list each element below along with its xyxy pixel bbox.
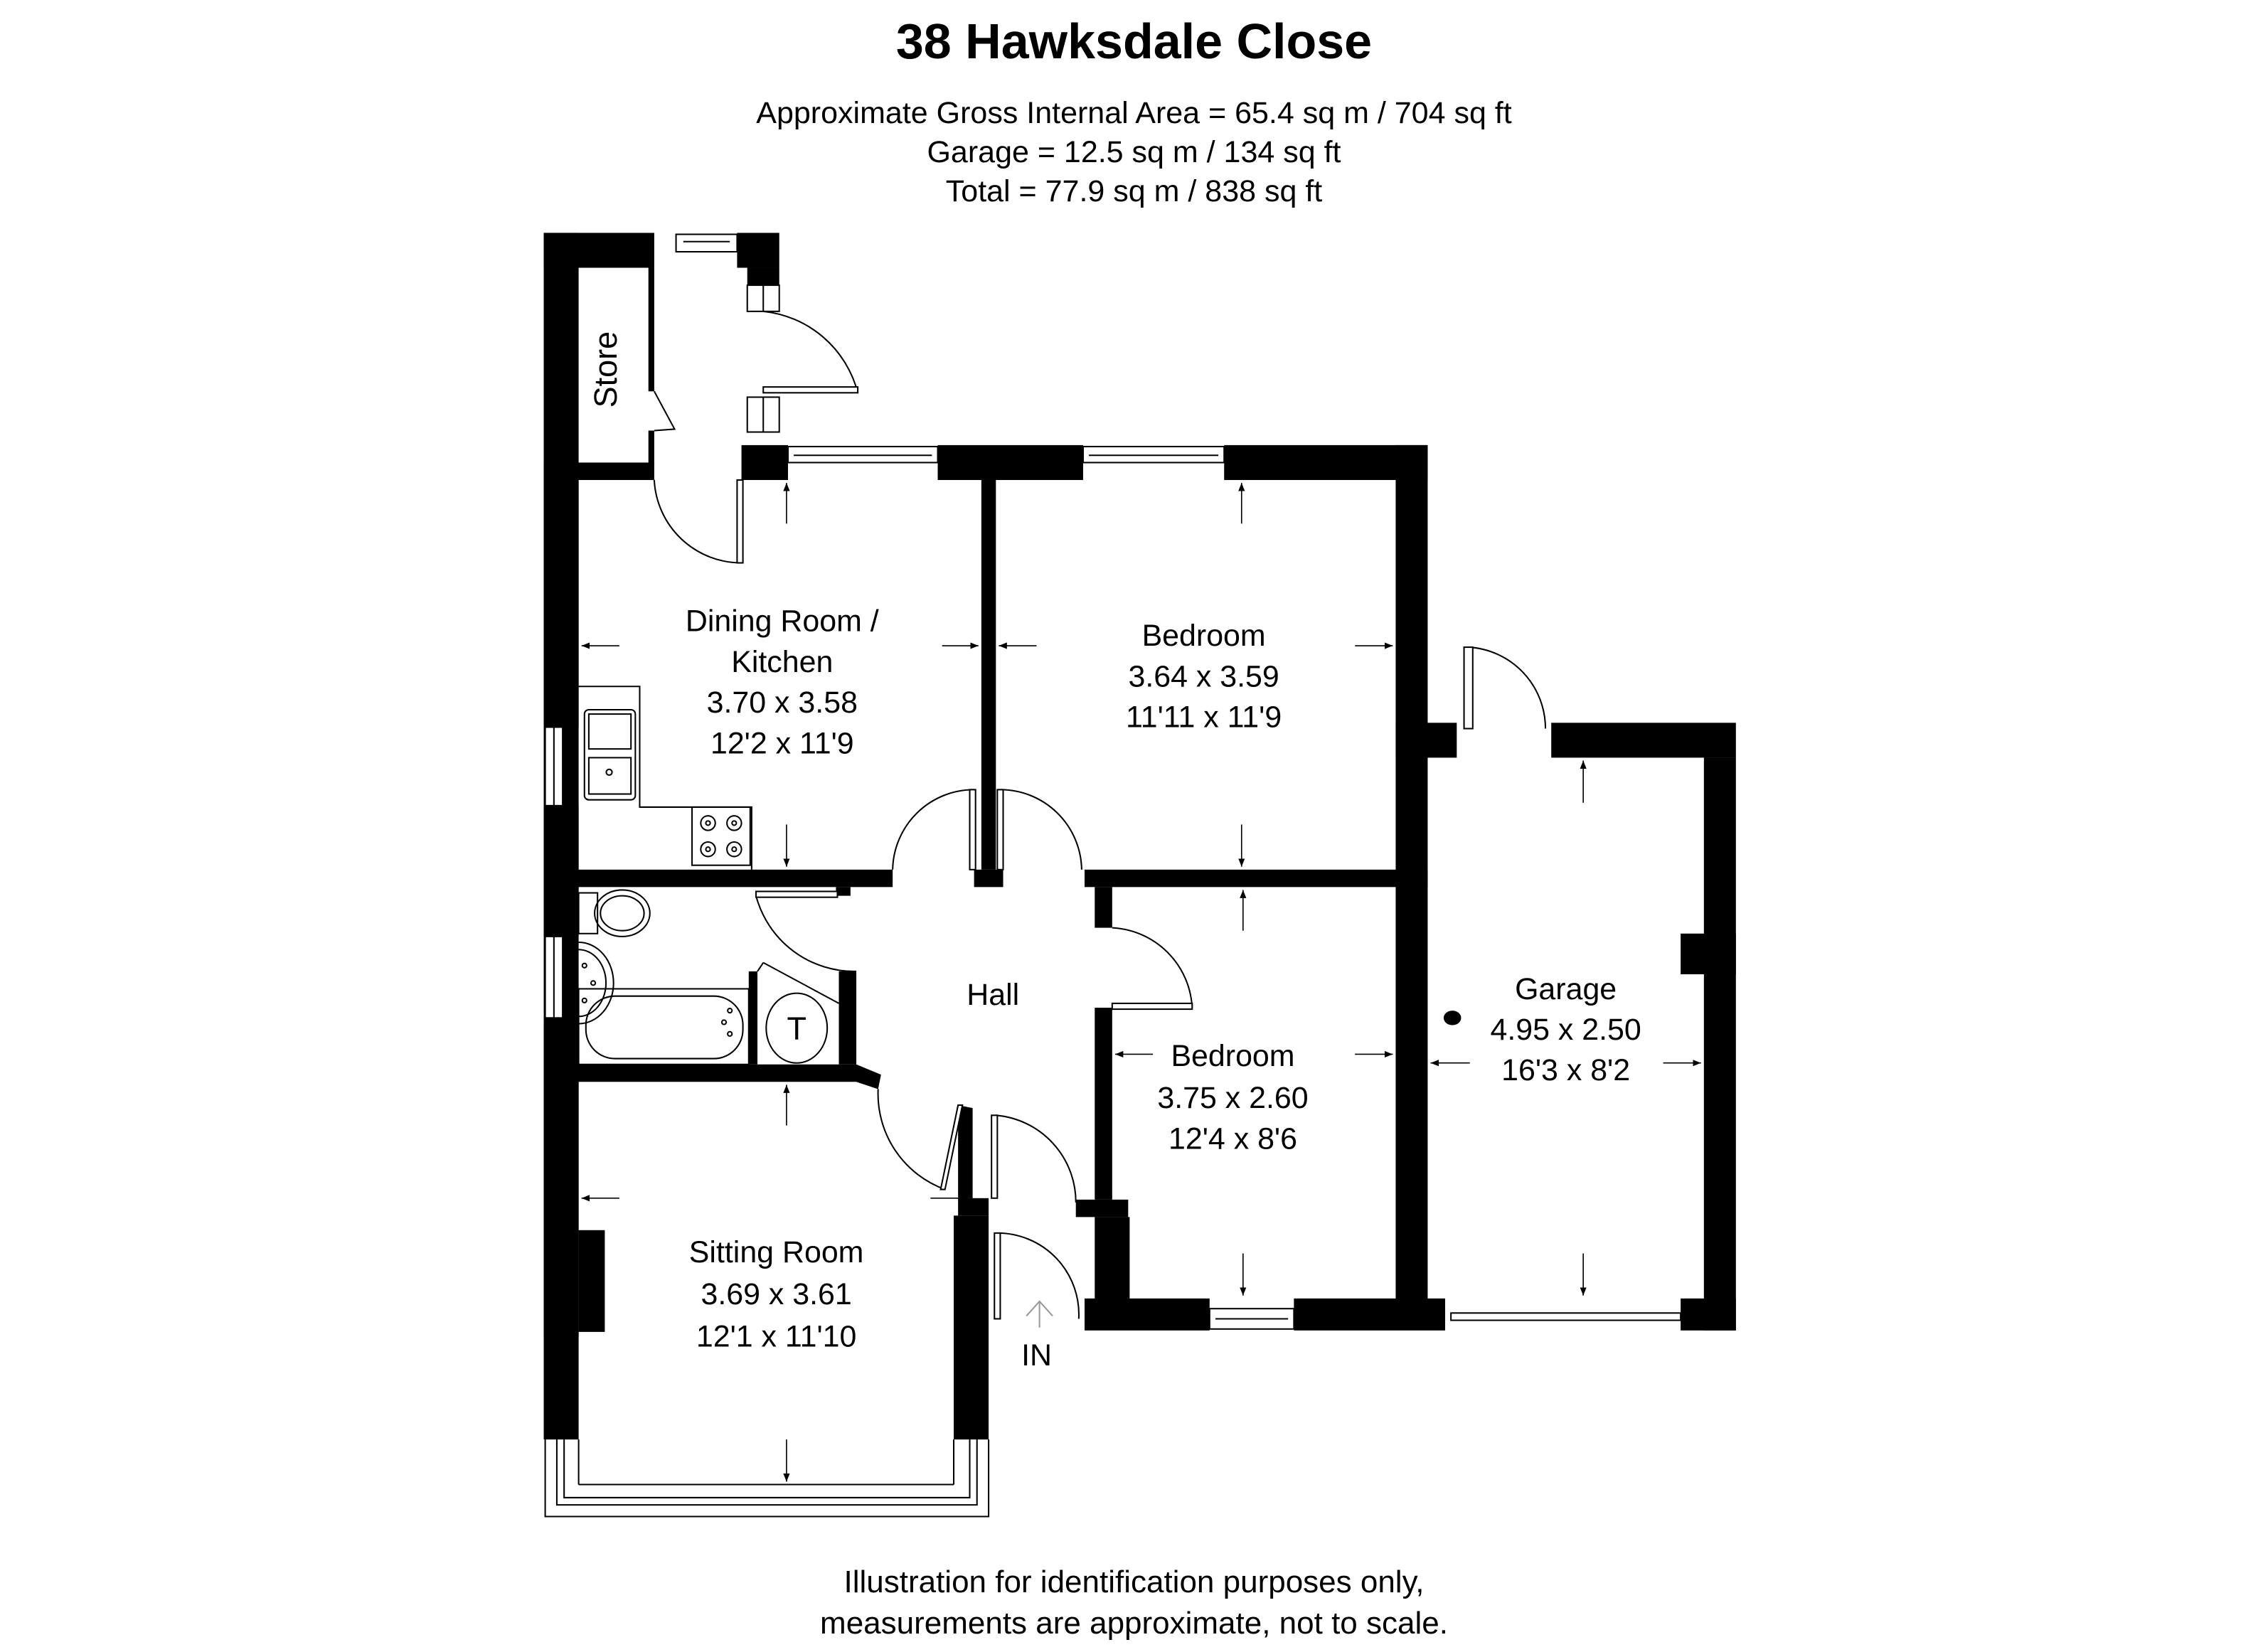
- fixtures: [577, 686, 829, 1065]
- room-label-hall: Hall: [967, 978, 1019, 1012]
- walls: [543, 233, 1736, 1440]
- dining-kitchen-imperial: 12'2 x 11'9: [710, 726, 854, 760]
- entrance-label: IN: [1021, 1338, 1052, 1373]
- disclaimer-line-1: Illustration for identification purposes…: [843, 1565, 1425, 1599]
- garage-area: Garage = 12.5 sq m / 134 sq ft: [927, 135, 1341, 169]
- garage-imperial: 16'3 x 8'2: [1501, 1053, 1630, 1087]
- garage-fixture-dot: [1443, 1011, 1462, 1025]
- disclaimer-line-2: measurements are approximate, not to sca…: [820, 1606, 1448, 1641]
- room-label-store: Store: [587, 331, 624, 407]
- doors: [653, 310, 1547, 1320]
- toilet-icon: [577, 889, 651, 937]
- sitting-room-imperial: 12'1 x 11'10: [696, 1319, 857, 1353]
- bedroom-2-metric: 3.75 x 2.60: [1157, 1081, 1308, 1115]
- garage-metric: 4.95 x 2.50: [1490, 1013, 1641, 1047]
- tank-icon: [765, 992, 829, 1064]
- hob-icon: [691, 806, 751, 866]
- basin-icon: [578, 942, 614, 1025]
- room-label-bedroom-2: Bedroom: [1171, 1039, 1294, 1073]
- bedroom-1-imperial: 11'11 x 11'9: [1126, 700, 1282, 734]
- room-label-bedroom-1: Bedroom: [1142, 619, 1266, 653]
- sitting-room-metric: 3.69 x 3.61: [701, 1277, 851, 1311]
- dimension-arrows: [581, 483, 1701, 1482]
- windows: [544, 233, 1682, 1518]
- bedroom-1-metric: 3.64 x 3.59: [1128, 659, 1279, 693]
- kitchen-worktop: [578, 686, 752, 870]
- room-label-sitting-room: Sitting Room: [689, 1235, 864, 1269]
- sink-drainer: [587, 713, 632, 750]
- sink-icon: [583, 708, 637, 801]
- total-area: Total = 77.9 sq m / 838 sq ft: [945, 174, 1323, 208]
- cupboard-symbol: T: [787, 1011, 806, 1047]
- room-labels: Store Dining Room / Kitchen 3.70 x 3.58 …: [587, 331, 1641, 1373]
- room-label-dining-kitchen: Dining Room /: [686, 604, 879, 639]
- bath-icon: [577, 988, 750, 1065]
- entrance-arrow-icon: [1026, 1300, 1053, 1328]
- bedroom-2-imperial: 12'4 x 8'6: [1168, 1121, 1297, 1156]
- dining-kitchen-metric: 3.70 x 3.58: [707, 686, 858, 720]
- gross-internal-area: Approximate Gross Internal Area = 65.4 s…: [756, 96, 1512, 130]
- room-label-garage: Garage: [1515, 972, 1617, 1006]
- page-title: 38 Hawksdale Close: [895, 14, 1373, 69]
- room-label-dining-kitchen-2: Kitchen: [731, 645, 833, 679]
